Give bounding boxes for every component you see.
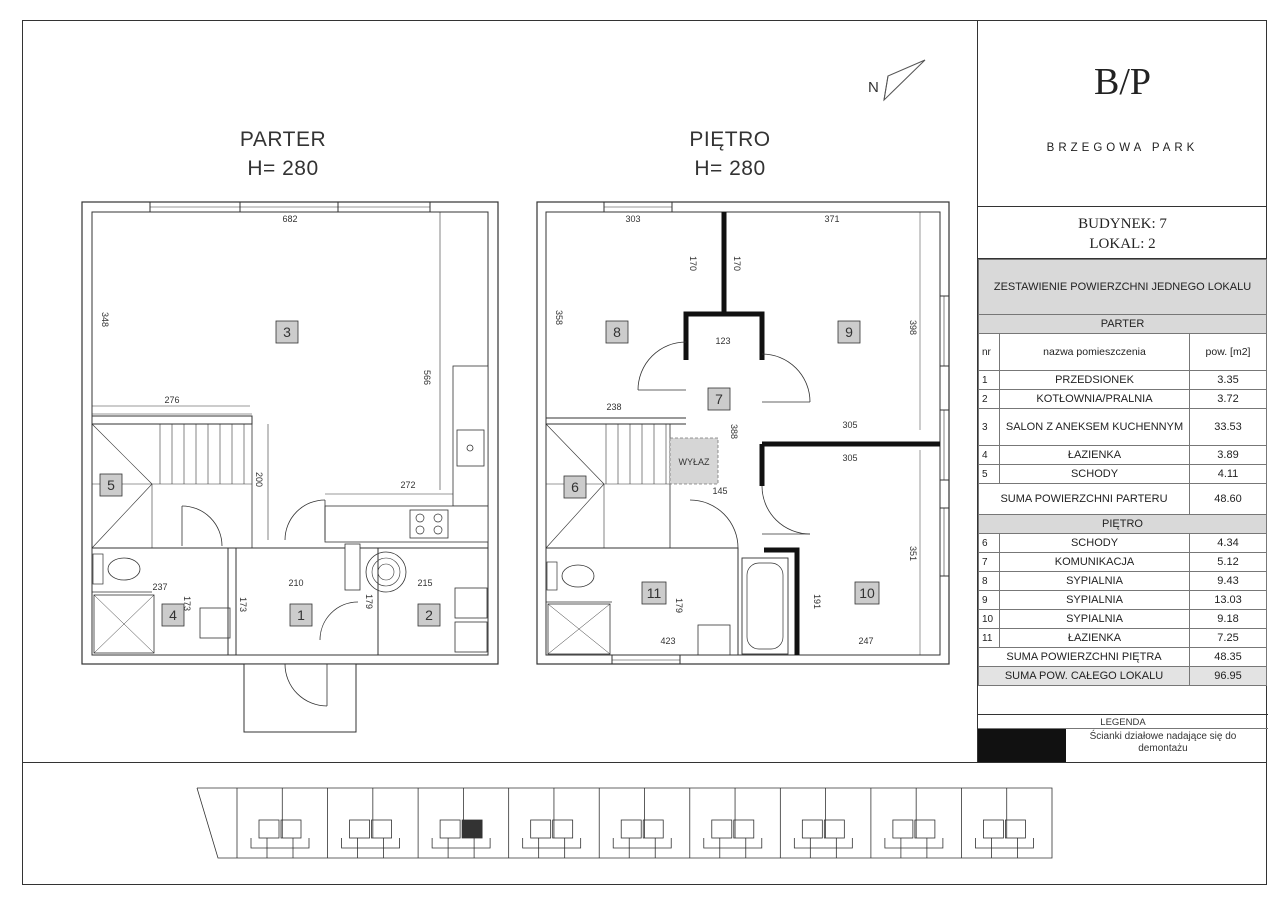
room-number: 8	[613, 324, 621, 340]
ground-floor-height: H= 280	[247, 157, 318, 180]
site-unit	[779, 788, 853, 858]
dimension-label: 247	[858, 636, 873, 646]
dimension-label: 305	[842, 453, 857, 463]
dimension-label: 398	[908, 320, 918, 335]
dimension-label: 371	[824, 214, 839, 224]
upper-dimensions: 303 371 170 170 358 398 123 238 388 305 …	[554, 214, 918, 646]
dimension-label: 173	[238, 597, 248, 612]
upper-floor-height: H= 280	[694, 157, 765, 180]
site-plan	[196, 787, 1053, 859]
room-number: 6	[571, 479, 579, 495]
dimension-label: 566	[422, 370, 432, 385]
dimension-label: 170	[732, 256, 742, 271]
dimension-label: 272	[400, 480, 415, 490]
room-number: 3	[283, 324, 291, 340]
site-unit	[598, 788, 672, 858]
brand-logo: B/P	[1093, 61, 1152, 103]
room-number: 5	[107, 477, 115, 493]
room-number: 1	[297, 607, 305, 623]
dimension-label: 276	[164, 395, 179, 405]
dimension-label: 215	[417, 578, 432, 588]
site-unit	[870, 788, 944, 858]
site-unit	[961, 788, 1034, 858]
dimension-label: 682	[282, 214, 297, 224]
legend-swatch	[978, 729, 1066, 763]
area-summary-table: ZESTAWIENIE POWIERZCHNI JEDNEGO LOKALU P…	[978, 259, 1267, 686]
dimension-label: 358	[554, 310, 564, 325]
dimension-label: 348	[100, 312, 110, 327]
dimension-label: 238	[606, 402, 621, 412]
dimension-label: 123	[715, 336, 730, 346]
section-ground: PARTER	[978, 314, 1267, 334]
dimension-label: 179	[364, 594, 374, 609]
section-upper: PIĘTRO	[978, 514, 1267, 534]
drawing-frame	[22, 20, 1267, 885]
brand-name: BRZEGOWA PARK	[1046, 142, 1199, 154]
section-divider	[22, 762, 1267, 763]
building-info: BUDYNEK: 7 LOKAL: 2	[978, 207, 1267, 259]
dimension-label: 191	[812, 594, 822, 609]
room-number: 10	[859, 585, 875, 601]
room-number: 9	[845, 324, 853, 340]
upper-floor-plan	[536, 201, 950, 665]
dimension-label: 388	[729, 424, 739, 439]
ground-floor-plan	[81, 201, 499, 733]
col-name: nazwa pomieszczenia	[999, 333, 1190, 371]
dimension-label: 210	[288, 578, 303, 588]
info-panel: B/P BRZEGOWA PARK BUDYNEK: 7 LOKAL: 2 ZE…	[977, 20, 1268, 763]
dimension-label: 303	[625, 214, 640, 224]
upper-room-labels: 8 9 7 6 11 10 WYŁAZ	[563, 320, 880, 605]
dimension-label: 170	[688, 256, 698, 271]
dimension-label: 145	[712, 486, 727, 496]
hatch-label: WYŁAZ	[678, 457, 710, 467]
ground-dimensions: 682 348 566 276 272 200 237 173 210 173 …	[100, 214, 433, 612]
ground-floor-title: PARTER	[240, 128, 326, 151]
dimension-label: 351	[908, 546, 918, 561]
ground-room-labels: 3 5 4 1 2	[99, 320, 441, 627]
table-title: ZESTAWIENIE POWIERZCHNI JEDNEGO LOKALU	[978, 259, 1267, 315]
dimension-label: 423	[660, 636, 675, 646]
site-unit	[508, 788, 582, 858]
north-arrow-icon: N	[868, 59, 926, 102]
north-label: N	[868, 79, 879, 96]
dimension-label: 179	[674, 598, 684, 613]
room-number: 11	[647, 585, 662, 601]
site-unit	[327, 788, 400, 858]
col-area: pow. [m2]	[1189, 333, 1267, 371]
legend: LEGENDA Ścianki działowe nadające się do…	[978, 714, 1268, 763]
logo-area: B/P BRZEGOWA PARK	[978, 20, 1267, 207]
building-number: BUDYNEK: 7	[1078, 216, 1167, 232]
site-unit	[417, 788, 491, 858]
legend-title: LEGENDA	[1100, 717, 1146, 728]
dimension-label: 237	[152, 582, 167, 592]
room-number: 7	[715, 391, 723, 407]
upper-floor-title: PIĘTRO	[689, 128, 770, 151]
site-unit	[689, 788, 763, 858]
dimension-label: 200	[254, 472, 264, 487]
col-nr: nr	[978, 333, 1000, 371]
room-number: 4	[169, 607, 177, 623]
dimension-label: 305	[842, 420, 857, 430]
legend-item-label: Ścianki działowe nadające się do demonta…	[1089, 731, 1237, 754]
room-number: 2	[425, 607, 433, 623]
unit-number: LOKAL: 2	[1089, 236, 1156, 252]
dimension-label: 173	[182, 596, 192, 611]
site-unit	[236, 788, 310, 858]
